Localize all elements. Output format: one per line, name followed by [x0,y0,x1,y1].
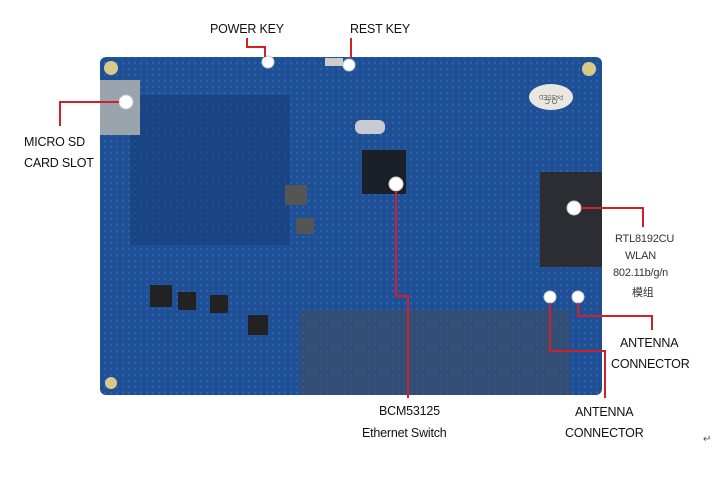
antenna-1-marker [543,290,557,304]
antenna-right-label-line2: CONNECTOR [611,357,690,371]
antenna-2-marker [571,290,585,304]
marker-circles [118,55,585,304]
antenna-bottom-label-line2: CONNECTOR [565,426,644,440]
svg-text:Q.C: Q.C [545,97,557,104]
antenna-right-label-line1: ANTENNA [620,336,679,350]
antenna-bottom-label-line1: ANTENNA [575,405,634,419]
micro-sd-label-line2: CARD SLOT [24,156,94,170]
micro-sd-label-line1: MICRO SD [24,135,85,149]
rtl-label-line2: WLAN [625,250,656,262]
rtl-marker [566,200,582,216]
qc-passed-sticker [529,84,573,110]
rest-key-label: REST KEY [350,22,410,36]
rtl-label-line3: 802.11b/g/n [613,267,669,279]
svg-text:PASSED: PASSED [538,93,563,99]
leader-lines [59,38,653,398]
return-mark: ↵ [703,434,712,445]
power-key-label: POWER KEY [210,22,284,36]
rest-key-marker [342,58,356,72]
micro-sd-slot [100,80,140,135]
crystal [355,120,385,134]
pcb-board: Q.C PASSED [100,57,602,395]
bcm-marker [388,176,404,192]
bcm-label-line2: Ethernet Switch [362,426,447,440]
rtl8192cu-module [540,172,602,267]
power-key-marker [261,55,275,69]
bcm-label-line1: BCM53125 [379,404,440,418]
rtl-label-line1: RTL8192CU [615,233,675,245]
sd-marker [118,94,134,110]
rtl-label-line4: 模组 [632,287,654,299]
